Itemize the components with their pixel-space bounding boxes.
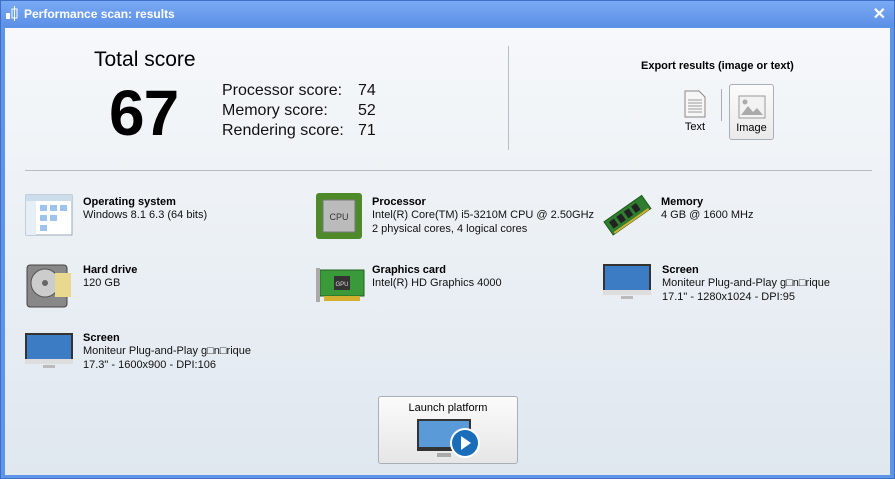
item-title: Operating system: [83, 196, 176, 208]
processor-score-value: 74: [358, 82, 376, 99]
total-score-label: Total score: [94, 48, 196, 71]
item-line: Moniteur Plug-and-Play g□n□rique: [662, 277, 830, 289]
item-line: Intel(R) HD Graphics 4000: [372, 277, 502, 289]
item-line: 120 GB: [83, 277, 121, 289]
image-icon: [738, 95, 765, 119]
hard-drive-icon: [26, 264, 71, 308]
content: Total score 67 Processor score: 74 Memor…: [5, 28, 890, 475]
item-line: 17.1" - 1280x1024 - DPI:95: [662, 291, 795, 303]
item-title: Graphics card: [372, 264, 446, 276]
export-title: Export results (image or text): [641, 60, 794, 72]
item-line: 2 physical cores, 4 logical cores: [372, 223, 528, 235]
monitor-icon: [603, 264, 651, 299]
item-title: Hard drive: [83, 264, 138, 276]
operating-system-icon: [25, 194, 73, 236]
launch-label: Launch platform: [408, 402, 488, 414]
app-icon: [6, 6, 18, 21]
item-line: 17.3" - 1600x900 - DPI:106: [83, 359, 216, 371]
text-button-label: Text: [684, 121, 706, 133]
section-divider: [25, 170, 872, 171]
memory-icon: [603, 194, 652, 236]
processor-icon: CPU: [316, 193, 362, 239]
item-line: Moniteur Plug-and-Play g□n□rique: [83, 345, 251, 357]
window-title: Performance scan: results: [24, 7, 175, 21]
item-title: Screen: [662, 264, 699, 276]
image-button-label: Image: [736, 122, 767, 134]
close-button[interactable]: ✕: [872, 6, 886, 23]
item-title: Memory: [661, 196, 704, 208]
rendering-score-label: Rendering score:: [222, 122, 344, 139]
memory-score-value: 52: [358, 102, 376, 119]
item-line: 4 GB @ 1600 MHz: [661, 209, 754, 221]
text-document-icon: [684, 90, 706, 118]
graphics-card-icon: GPU: [316, 268, 365, 302]
export-image-button[interactable]: Image: [729, 84, 774, 140]
launch-platform-button[interactable]: Launch platform: [378, 396, 518, 464]
item-title: Screen: [83, 332, 120, 344]
svg-text:CPU: CPU: [329, 212, 348, 222]
divider: [508, 46, 509, 150]
item-title: Processor: [372, 196, 426, 208]
rendering-score-value: 71: [358, 122, 376, 139]
export-separator: [721, 89, 722, 121]
processor-score-label: Processor score:: [222, 82, 343, 99]
launch-monitor-play-icon: [417, 419, 480, 458]
title-bar: Performance scan: results ✕: [1, 1, 894, 27]
item-line: Intel(R) Core(TM) i5-3210M CPU @ 2.50GHz: [372, 209, 595, 221]
total-score-value: 67: [109, 77, 179, 149]
monitor-icon: [25, 333, 73, 368]
svg-text:GPU: GPU: [335, 282, 348, 288]
memory-score-label: Memory score:: [222, 102, 328, 119]
item-line: Windows 8.1 6.3 (64 bits): [83, 209, 208, 221]
export-text-button[interactable]: Text: [677, 90, 713, 133]
